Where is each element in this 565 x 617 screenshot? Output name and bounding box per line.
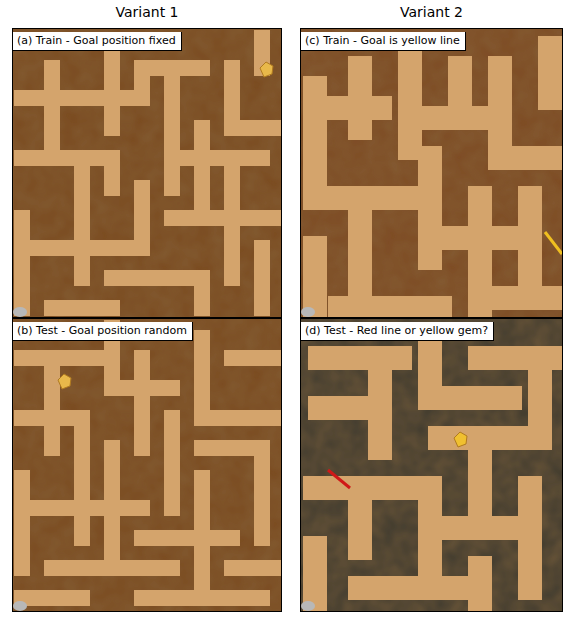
maze-b <box>12 318 282 612</box>
maze-a <box>12 28 282 318</box>
panel-caption: (d) Test - Red line or yellow gem? <box>301 322 494 341</box>
maze-panel: (a) Train - Goal position fixed <box>12 28 282 318</box>
column-heading: Variant 2 <box>300 4 563 20</box>
column-heading: Variant 1 <box>12 4 282 20</box>
panel-caption: (a) Train - Goal position fixed <box>13 32 182 51</box>
panel-caption: (c) Train - Goal is yellow line <box>301 32 466 51</box>
maze-c <box>300 28 563 318</box>
maze-panel: (d) Test - Red line or yellow gem? <box>300 318 563 612</box>
maze-panel: (b) Test - Goal position random <box>12 318 282 612</box>
maze-d <box>300 318 563 612</box>
maze-panel: (c) Train - Goal is yellow line <box>300 28 563 318</box>
panel-caption: (b) Test - Goal position random <box>13 322 193 341</box>
